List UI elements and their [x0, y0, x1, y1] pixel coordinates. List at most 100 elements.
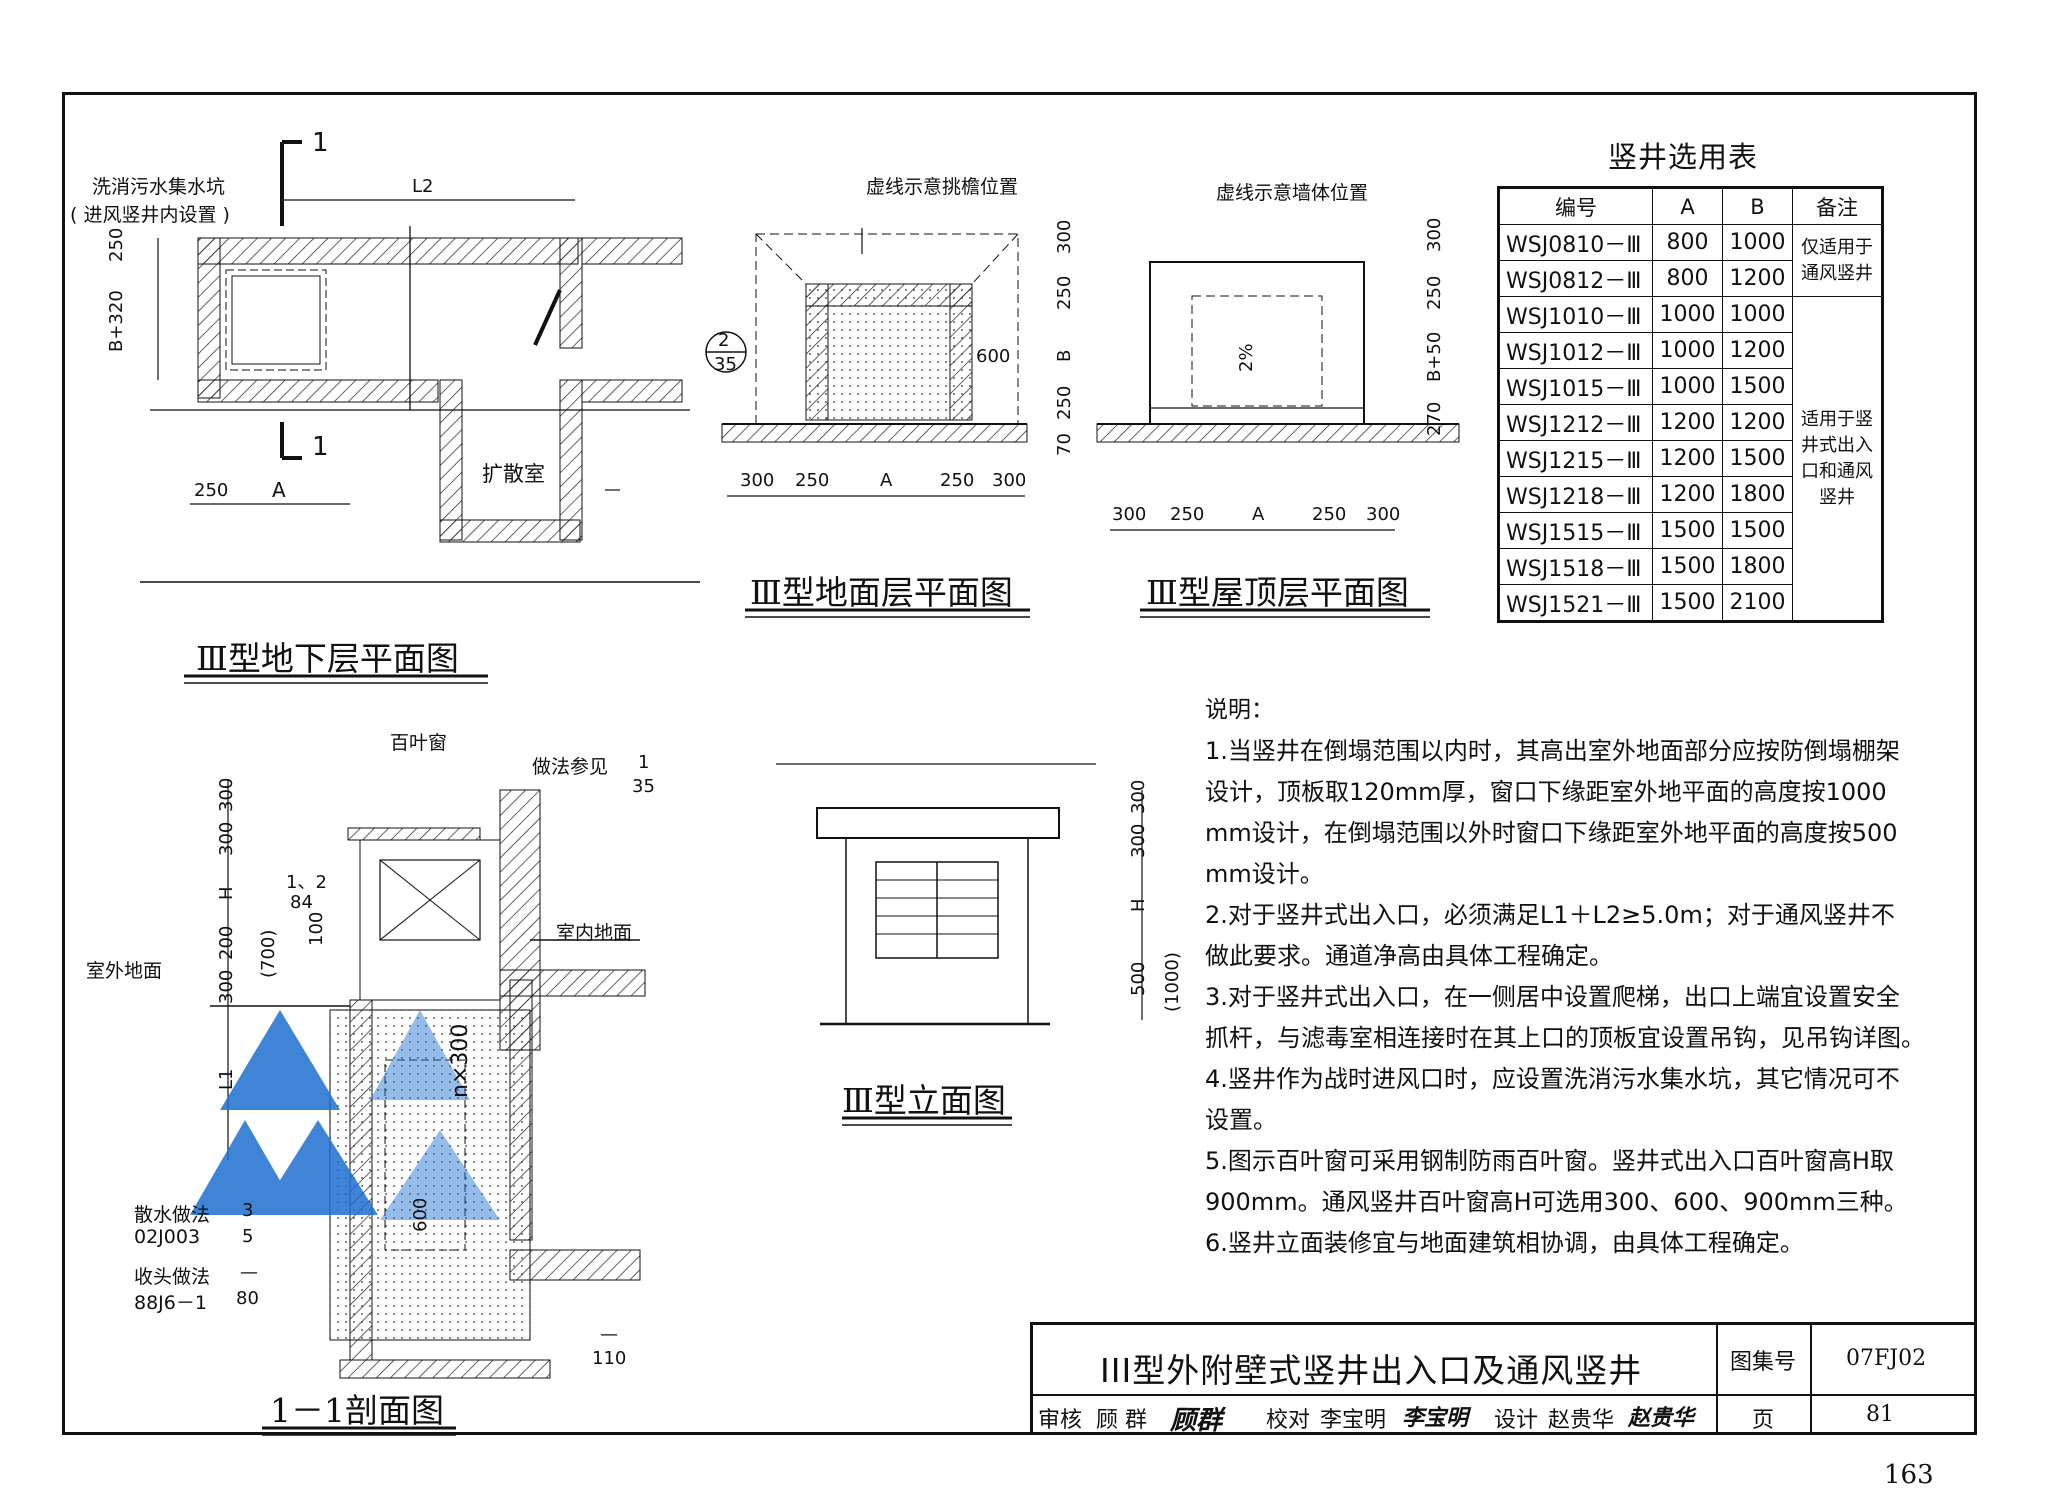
- cell-b: 1200: [1722, 332, 1793, 369]
- louver-label: 百叶窗: [390, 732, 448, 754]
- roof-plan-title: Ⅲ型屋顶层平面图: [1146, 573, 1409, 612]
- ref3-den: 110: [592, 1348, 627, 1369]
- cell-code: WSJ1215－Ⅲ: [1498, 440, 1653, 477]
- roof-dashed-note: 虚线示意墙体位置: [1216, 182, 1369, 204]
- notes-block: 说明： 1.当竖井在倒塌范围以内时，其高出室外地面部分应按防倒塌棚架 设计，顶板…: [1205, 690, 1945, 1264]
- table-header-row: 编号 A B 备注: [1498, 187, 1883, 225]
- cell-b: 1000: [1722, 224, 1793, 261]
- ladder-dim: n×300: [448, 1023, 473, 1098]
- table-row: WSJ0812－Ⅲ 800 1200: [1498, 260, 1883, 297]
- ref1-den: 35: [632, 776, 655, 797]
- sump-label: 洗消污水集水坑: [92, 176, 226, 198]
- design-label: 设计: [1494, 1408, 1539, 1433]
- roof-dim-3: 250: [1312, 504, 1347, 525]
- section-title: 1－1剖面图: [270, 1391, 444, 1430]
- cell-a: 1000: [1652, 368, 1723, 405]
- sheet-page-number: 163: [1884, 1460, 1934, 1490]
- notes-heading: 说明：: [1205, 697, 1274, 723]
- note-line: 1.当竖井在倒塌范围以内时，其高出室外地面部分应按防倒塌棚架: [1205, 737, 1900, 765]
- cell-b: 1200: [1722, 260, 1793, 297]
- dim-B320: B+320: [106, 290, 127, 352]
- cell-a: 1000: [1652, 296, 1723, 333]
- table-row: WSJ1518－Ⅲ 1500 1800: [1498, 548, 1883, 585]
- cell-b: 1000: [1722, 296, 1793, 333]
- table-row: WSJ0810－Ⅲ 800 1000 仅适用于通风竖井: [1498, 224, 1883, 297]
- finish-num: —: [240, 1262, 258, 1283]
- cell-code: WSJ1518－Ⅲ: [1498, 548, 1653, 585]
- cell-remark-2: 适用于竖井式出入口和通风竖井: [1792, 296, 1883, 622]
- table-row: WSJ1012－Ⅲ 1000 1200: [1498, 332, 1883, 369]
- cell-code: WSJ1010－Ⅲ: [1498, 296, 1653, 333]
- checker-name: 李宝明: [1320, 1408, 1387, 1433]
- cell-b: 1500: [1722, 512, 1793, 549]
- cell-a: 1200: [1652, 476, 1723, 513]
- dim-250-vert: 250: [106, 227, 127, 262]
- cell-b: 1500: [1722, 368, 1793, 405]
- section-vdim-1: 300: [216, 821, 237, 856]
- check-label: 校对: [1266, 1408, 1311, 1433]
- section-title-underline: [262, 1426, 456, 1436]
- section-dim-600: 600: [410, 1197, 431, 1232]
- ground-vdim-2: B: [1054, 349, 1075, 362]
- atlas-label: 图集号: [1730, 1350, 1797, 1375]
- elev-vdim-3: 500: [1128, 961, 1149, 996]
- note-line: 3.对于竖井式出入口，在一侧居中设置爬梯，出口上端宜设置安全: [1205, 983, 1900, 1011]
- elevation-drawing: [776, 763, 1143, 1026]
- note-line: mm设计。: [1205, 860, 1324, 888]
- elev-paren-1000: (1000): [1162, 952, 1183, 1012]
- ground-dim-4: 300: [992, 470, 1027, 491]
- table-row: WSJ1212－Ⅲ 1200 1200: [1498, 404, 1883, 441]
- table-row: WSJ1515－Ⅲ 1500 1500: [1498, 512, 1883, 549]
- table-title: 竖井选用表: [1608, 140, 1759, 174]
- dim-L2: L2: [412, 176, 434, 197]
- section-mark-top: 1: [312, 128, 329, 158]
- outdoor-ground-label: 室外地面: [86, 960, 163, 982]
- note-line: mm设计，在倒塌范围以外时窗口下缘距室外地平面的高度按500: [1205, 819, 1898, 847]
- apron-den: 5: [242, 1226, 254, 1247]
- cell-code: WSJ1212－Ⅲ: [1498, 404, 1653, 441]
- designer-name: 赵贵华: [1548, 1408, 1615, 1433]
- cell-code: WSJ0810－Ⅲ: [1498, 224, 1653, 261]
- sump-note: ( 进风竖井内设置 ): [70, 204, 230, 226]
- note-line: 4.竖井作为战时进风口时，应设置洗消污水集水坑，其它情况可不: [1205, 1065, 1900, 1093]
- ground-dim-1: 250: [795, 470, 830, 491]
- elevation-title-underline: [842, 1116, 1012, 1126]
- note-line: 设计，顶板取120mm厚，窗口下缘距室外地平面的高度按1000: [1205, 778, 1887, 806]
- ground-dashed-note: 虚线示意挑檐位置: [866, 176, 1019, 198]
- cell-a: 1200: [1652, 404, 1723, 441]
- cell-b: 1200: [1722, 404, 1793, 441]
- cell-a: 1500: [1652, 512, 1723, 549]
- section-vdim-0: 300: [216, 777, 237, 812]
- apron-num: 3: [242, 1200, 254, 1221]
- dim-250-basement: 250: [194, 480, 229, 501]
- section-vdim-2: H: [216, 886, 237, 900]
- cell-b: 2100: [1722, 584, 1793, 622]
- roof-plan-title-underline: [1140, 608, 1430, 618]
- cell-a: 800: [1652, 224, 1723, 261]
- ground-plan-drawing: [705, 228, 1028, 497]
- table-row: WSJ1218－Ⅲ 1200 1800: [1498, 476, 1883, 513]
- section-drawing: [210, 780, 646, 1379]
- note-line: 抓杆，与滤毒室相连接时在其上口的顶板宜设置吊钩，见吊钩详图。: [1205, 1024, 1925, 1052]
- finish-label: 收头做法: [134, 1266, 211, 1288]
- ground-dim-0: 300: [740, 470, 775, 491]
- header-remark: 备注: [1792, 187, 1883, 225]
- roof-plan-drawing: [1096, 261, 1460, 531]
- section-dim-100: 100: [306, 911, 327, 946]
- ground-vdim-3: 250: [1054, 385, 1075, 420]
- section-vdim-5: L1: [216, 1068, 237, 1090]
- ground-ref-den: 35: [714, 354, 737, 375]
- cell-remark-1: 仅适用于通风竖井: [1792, 224, 1883, 297]
- section-vdim-3: 200: [216, 925, 237, 960]
- elev-vdim-1: 300: [1128, 823, 1149, 858]
- page-label: 页: [1752, 1408, 1775, 1433]
- elev-vdim-2: H: [1128, 898, 1149, 912]
- ground-dim-3: 250: [940, 470, 975, 491]
- roof-vdim-3: 270: [1424, 401, 1445, 436]
- ground-plan-title: Ⅲ型地面层平面图: [750, 573, 1013, 612]
- note-line: 6.竖井立面装修宜与地面建筑相协调，由具体工程确定。: [1205, 1229, 1804, 1257]
- roof-slope: 2%: [1236, 343, 1257, 372]
- note-line: 做此要求。通道净高由具体工程确定。: [1205, 942, 1613, 970]
- basement-plan-title: Ⅲ型地下层平面图: [196, 639, 459, 678]
